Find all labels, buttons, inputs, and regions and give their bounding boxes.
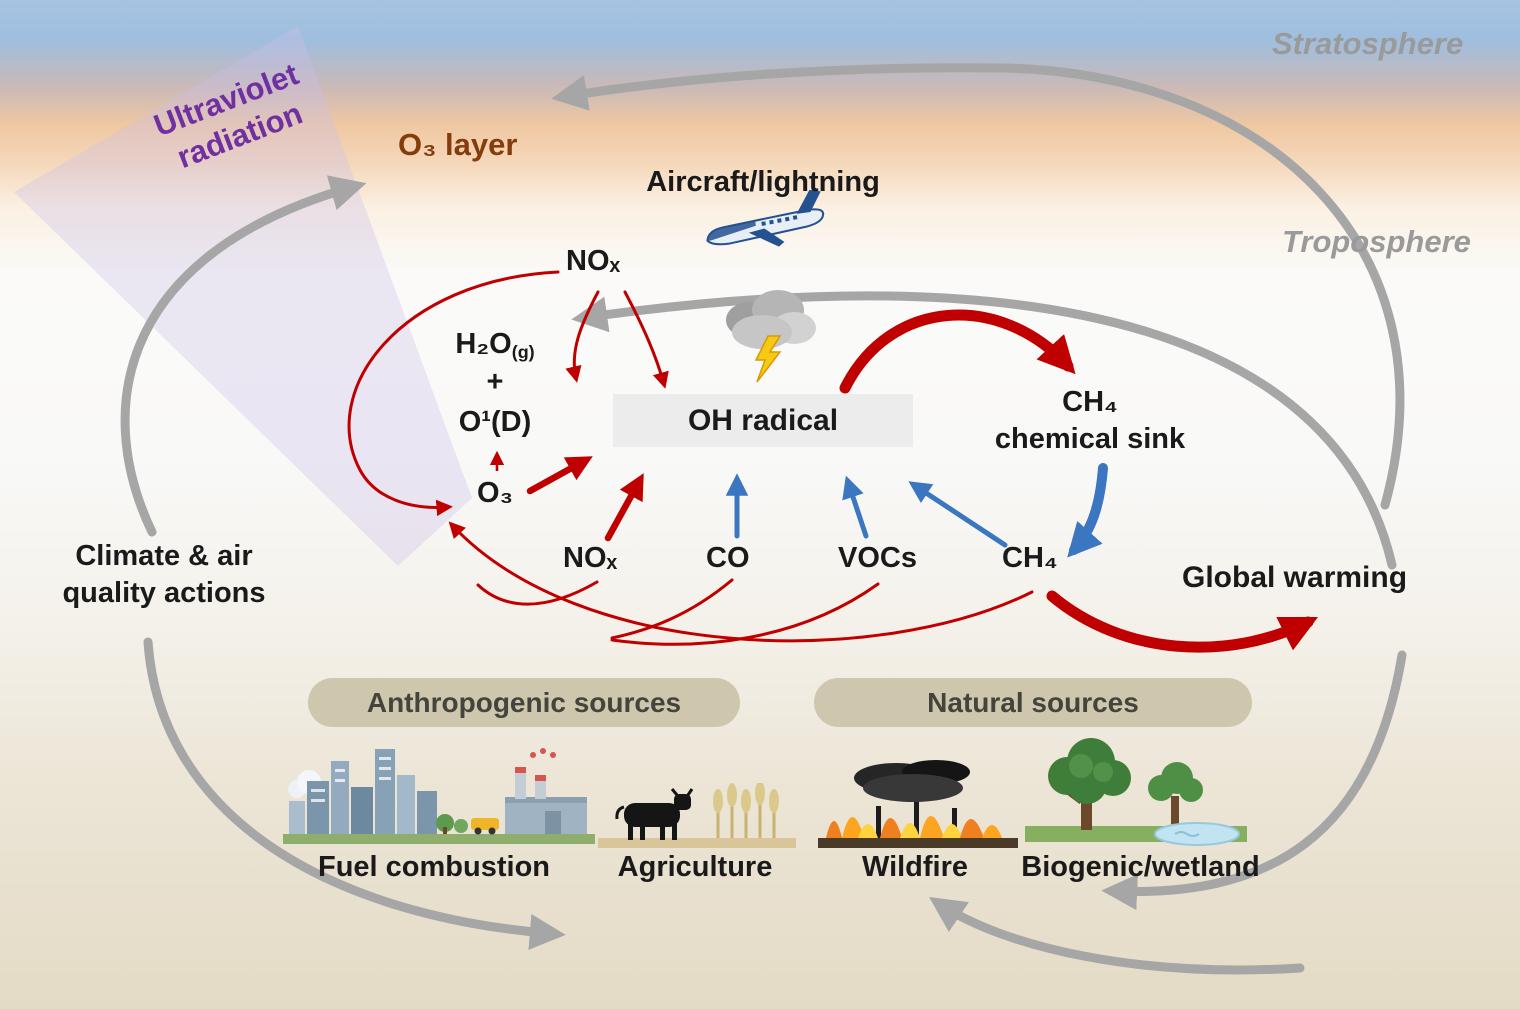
trees-wetland-icon [1025, 738, 1247, 846]
global-warming-label: Global warming [1182, 561, 1408, 594]
aircraft-icon [706, 190, 825, 247]
oh-radical-box: OH radical [613, 394, 913, 447]
aircraft-lightning-label: Aircraft/lightning [646, 166, 880, 198]
anthropogenic-sources-pill: Anthropogenic sources [308, 678, 740, 727]
red-arrow-noxbottom-to-oh [604, 473, 644, 542]
red-arrow-oh-to-ch4sink [839, 309, 1076, 394]
red-arrow-nox-to-oh [623, 290, 669, 389]
cow-and-wheat-icon [598, 783, 796, 848]
ozone-layer-label: O₃ layer [398, 127, 518, 162]
uv-beam [14, 26, 472, 566]
ch4-sink-label: CH₄ chemical sink [994, 386, 1186, 456]
co-label: CO [706, 542, 750, 574]
gray-arrow-sources-cycle-left [929, 896, 1305, 975]
gray-arrow-stratosphere-cycle [551, 63, 1405, 510]
wildfire-label: Wildfire [861, 851, 969, 883]
city-skyline-icon [283, 748, 595, 844]
red-arrow-nox-to-h2o [565, 290, 600, 383]
vocs-label: VOCs [838, 542, 917, 574]
red-curve-vocs [610, 582, 880, 646]
agriculture-label: Agriculture [617, 851, 773, 883]
red-arrow-o3-to-oh [526, 456, 593, 495]
fuel-combustion-label: Fuel combustion [318, 851, 550, 883]
red-curve-nox [476, 580, 599, 606]
blue-arrow-sink-to-ch4 [1067, 463, 1108, 558]
plus-sign: + [486, 366, 504, 398]
wildfire-icon [818, 760, 1018, 848]
ch4-bottom-label: CH₄ [1002, 542, 1058, 574]
troposphere-label: Troposphere [1282, 224, 1471, 259]
nox-bottom-label: NOₓ [563, 542, 618, 574]
o1d-label: O¹(D) [458, 406, 532, 438]
storm-cloud-lightning-icon [726, 290, 816, 383]
blue-arrow-ch4-to-oh [908, 481, 1008, 548]
gray-arrow-sources-cycle-right [1101, 650, 1407, 911]
natural-sources-pill: Natural sources [814, 678, 1252, 727]
red-arrow-ch4-to-globalwarming [1046, 590, 1319, 653]
gray-arrow-actions-to-ozone [120, 175, 367, 537]
o3-label: O₃ [477, 477, 513, 509]
biogenic-wetland-label: Biogenic/wetland [1021, 851, 1260, 883]
h2o-label: H₂O(g) [455, 328, 535, 363]
nox-top-label: NOₓ [566, 245, 621, 277]
climate-actions-label: Climate & air quality actions [62, 540, 266, 610]
red-loop-nox-to-o3 [347, 270, 560, 517]
red-curve-co [610, 578, 734, 640]
gray-arrow-actions-to-sources [143, 637, 566, 950]
red-curve-ch4-to-o3 [448, 521, 1034, 643]
stratosphere-label: Stratosphere [1272, 26, 1464, 61]
blue-arrow-vocs-to-oh [842, 475, 869, 539]
